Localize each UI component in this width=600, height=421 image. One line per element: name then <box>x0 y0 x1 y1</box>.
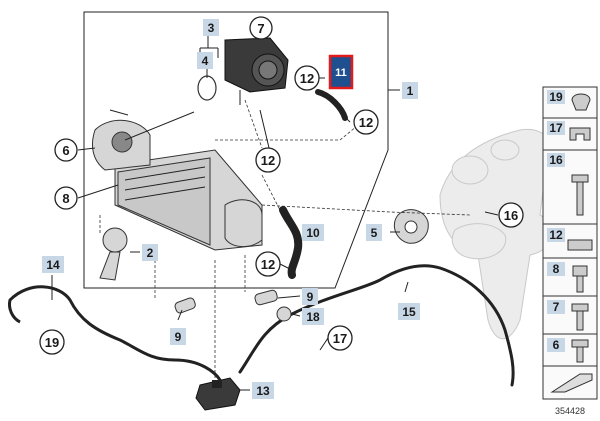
callout-15[interactable]: 15 <box>398 303 420 320</box>
side-item-17[interactable]: 17 <box>547 121 591 141</box>
callout-17[interactable]: 17 <box>327 325 353 351</box>
callout-7[interactable]: 7 <box>249 16 273 40</box>
egr-valve-illustration <box>224 37 289 105</box>
callout-12-middle[interactable]: 12 <box>255 147 281 173</box>
bolt-16-icon <box>571 174 589 216</box>
bolt-7-icon <box>571 303 589 331</box>
hose-10-illustration <box>279 206 303 279</box>
svg-text:14: 14 <box>46 258 60 272</box>
svg-text:17: 17 <box>549 121 563 135</box>
svg-text:7: 7 <box>553 300 560 314</box>
bushing-18-illustration <box>276 306 292 322</box>
side-item-12[interactable]: 12 <box>547 228 593 251</box>
hose-11-illustration <box>315 89 348 121</box>
callout-6[interactable]: 6 <box>54 138 78 162</box>
svg-text:13: 13 <box>256 384 270 398</box>
svg-text:5: 5 <box>371 226 378 240</box>
parts-side-panel: 19 17 16 12 8 7 6 <box>542 86 598 400</box>
svg-text:12: 12 <box>359 115 373 130</box>
svg-text:9: 9 <box>307 290 314 304</box>
svg-text:19: 19 <box>45 335 59 350</box>
svg-text:4: 4 <box>202 54 209 68</box>
bracket-clip-icon <box>569 127 591 141</box>
side-item-16[interactable]: 16 <box>547 153 589 216</box>
side-item-6[interactable]: 6 <box>547 338 589 363</box>
hose-clamp-icon <box>567 239 593 251</box>
callout-11-highlighted[interactable]: 11 <box>328 54 354 90</box>
svg-text:1: 1 <box>407 84 414 98</box>
callout-19[interactable]: 19 <box>39 329 65 355</box>
svg-text:7: 7 <box>257 21 264 36</box>
callout-1[interactable]: 1 <box>402 82 418 99</box>
svg-text:18: 18 <box>306 310 320 324</box>
callout-4[interactable]: 4 <box>197 52 213 69</box>
direction-arrow-icon <box>550 373 593 393</box>
intake-manifold-illustration <box>439 128 553 340</box>
svg-text:12: 12 <box>549 228 563 242</box>
o-ring-illustration <box>197 75 217 101</box>
assembly-frame <box>83 11 389 289</box>
side-item-7[interactable]: 7 <box>547 300 589 331</box>
callout-12-right[interactable]: 12 <box>353 109 379 135</box>
callout-5[interactable]: 5 <box>366 224 382 241</box>
callout-2[interactable]: 2 <box>142 244 158 261</box>
callout-13[interactable]: 13 <box>252 382 274 399</box>
svg-text:12: 12 <box>300 71 314 86</box>
callout-12-top[interactable]: 12 <box>294 65 320 91</box>
svg-text:16: 16 <box>549 153 563 167</box>
svg-text:6: 6 <box>553 338 560 352</box>
clip-icon <box>571 93 591 111</box>
svg-text:16: 16 <box>504 208 518 223</box>
callout-9-right[interactable]: 9 <box>302 288 318 305</box>
svg-text:12: 12 <box>261 257 275 272</box>
svg-text:3: 3 <box>208 21 215 35</box>
egr-cooler-illustration <box>92 119 263 251</box>
valve-13-illustration <box>195 377 241 411</box>
callout-3[interactable]: 3 <box>203 19 219 36</box>
reference-number: 354428 <box>555 406 585 416</box>
callout-10[interactable]: 10 <box>302 224 324 241</box>
svg-text:10: 10 <box>306 226 320 240</box>
sleeve-9b-illustration <box>254 289 278 306</box>
svg-text:6: 6 <box>62 143 69 158</box>
callout-9-left[interactable]: 9 <box>170 328 186 345</box>
bolt-6-icon <box>571 339 589 363</box>
svg-text:2: 2 <box>147 246 154 260</box>
sleeve-9a-illustration <box>174 297 196 314</box>
callout-14[interactable]: 14 <box>42 256 64 273</box>
bolt-8-icon <box>572 265 588 293</box>
svg-text:19: 19 <box>549 90 563 104</box>
callout-16[interactable]: 16 <box>498 202 524 228</box>
solenoid-2-illustration <box>99 227 128 281</box>
svg-text:12: 12 <box>261 153 275 168</box>
callout-8[interactable]: 8 <box>54 186 78 210</box>
callout-11-label: 11 <box>335 67 347 79</box>
vacuum-line-illustration <box>8 264 515 387</box>
callout-12-bottom[interactable]: 12 <box>255 251 281 277</box>
side-item-19[interactable]: 19 <box>547 90 591 111</box>
side-item-8[interactable]: 8 <box>547 262 588 293</box>
svg-text:8: 8 <box>553 262 560 276</box>
callout-18[interactable]: 18 <box>302 308 324 325</box>
svg-text:15: 15 <box>402 305 416 319</box>
svg-text:17: 17 <box>333 331 347 346</box>
svg-text:9: 9 <box>175 330 182 344</box>
svg-text:8: 8 <box>62 191 69 206</box>
